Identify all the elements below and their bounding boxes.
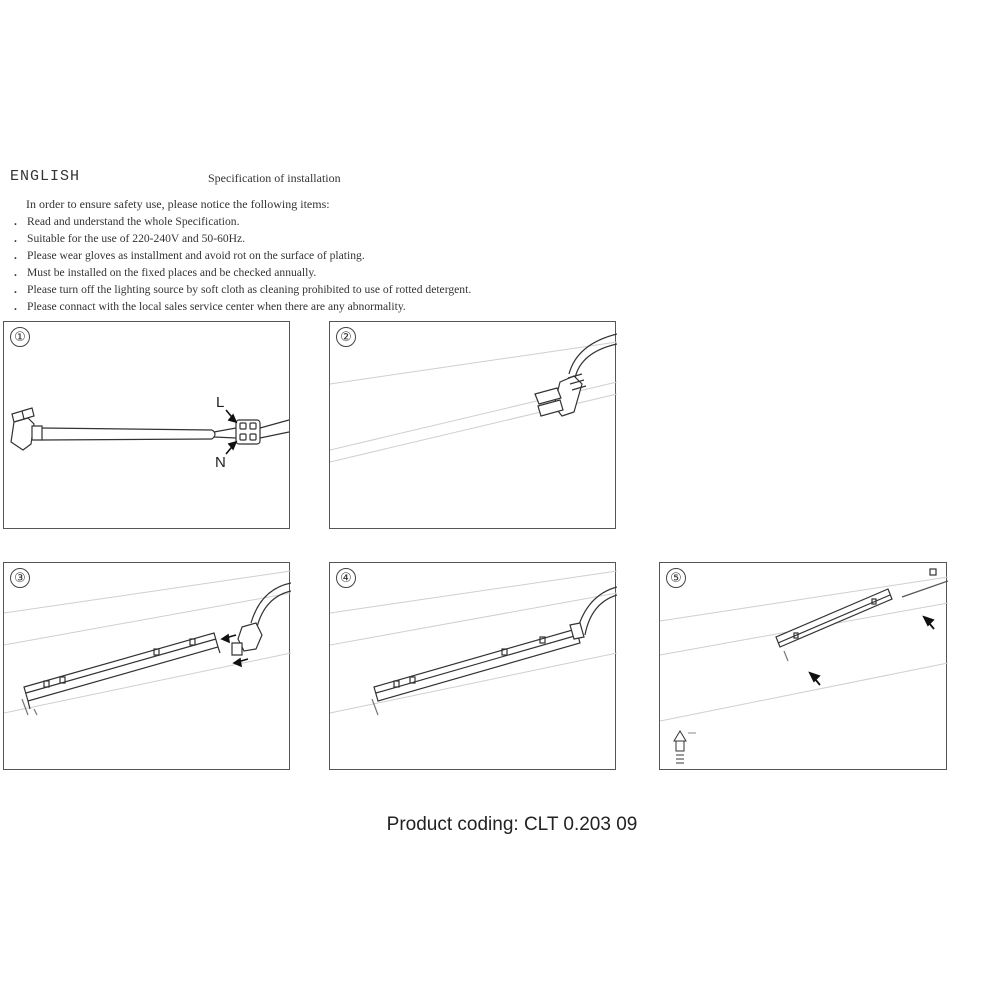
item-text: Please wear gloves as installment and av… [27, 249, 365, 262]
list-item: . Please connact with the local sales ser… [14, 298, 471, 315]
bullet: . [14, 283, 17, 296]
step-1-panel: ① L [3, 321, 290, 529]
step-4-number: ④ [336, 568, 356, 588]
track-line [330, 652, 617, 714]
item-text: Read and understand the whole Specificat… [27, 215, 240, 228]
step-1-illustration [10, 407, 290, 455]
bullet: . [14, 232, 17, 245]
item-text: Suitable for the use of 220-240V and 50-… [27, 232, 246, 245]
track-line [4, 592, 291, 646]
step-3-number: ③ [10, 568, 30, 588]
bullet: . [14, 300, 17, 313]
step-5-illustration [660, 568, 948, 764]
luminaire-body [373, 628, 581, 702]
bullet: . [14, 249, 17, 262]
step-5-number: ⑤ [666, 568, 686, 588]
list-item: . Must be installed on the fixed places a… [14, 264, 471, 281]
item-text: Must be installed on the fixed places an… [27, 266, 317, 279]
step-3-panel: ③ [3, 562, 291, 770]
track-line [660, 576, 948, 622]
plug-connector [10, 417, 35, 451]
list-item: . Suitable for the use of 220-240V and 50… [14, 230, 471, 247]
list-item: . Please wear gloves as installment and a… [14, 247, 471, 264]
bullet: . [14, 266, 17, 279]
list-item: . Read and understand the whole Specifica… [14, 213, 471, 230]
bullet: . [14, 215, 17, 228]
luminaire-body [775, 588, 893, 648]
terminal-block [235, 419, 261, 445]
luminaire-body [23, 632, 219, 702]
track-line [330, 570, 617, 614]
track-line [4, 652, 291, 714]
neutral-label: N [215, 454, 226, 471]
step-4-panel: ④ [329, 562, 617, 770]
spec-title: Specification of installation [208, 171, 341, 185]
step-2-number: ② [336, 327, 356, 347]
track-line [330, 341, 617, 385]
step-3-illustration [4, 570, 291, 716]
live-label: L [216, 394, 225, 411]
intro-text: In order to ensure safety use, please no… [26, 197, 330, 211]
plug-connector [237, 622, 263, 652]
track-line [4, 570, 291, 614]
list-item: . Please turn off the lighting source by … [14, 281, 471, 298]
track-line [330, 592, 617, 646]
track-line [660, 662, 948, 722]
step-4-illustration [330, 570, 617, 716]
screwdriver-icon [673, 730, 696, 764]
plug-connector [569, 622, 585, 640]
cable [568, 333, 617, 379]
item-text: Please connact with the local sales serv… [27, 300, 406, 313]
item-text: Please turn off the lighting source by s… [27, 283, 472, 296]
safety-items-list: . Read and understand the whole Specifica… [14, 213, 471, 315]
step-2-panel: ② [329, 321, 617, 529]
language-label: ENGLISH [10, 168, 81, 185]
step-1-number: ① [10, 327, 30, 347]
step-2-illustration [330, 333, 617, 463]
cable [250, 582, 291, 628]
cable [41, 427, 213, 441]
product-coding: Product coding: CLT 0.203 09 [386, 814, 638, 835]
step-5-panel: ⑤ [659, 562, 948, 770]
